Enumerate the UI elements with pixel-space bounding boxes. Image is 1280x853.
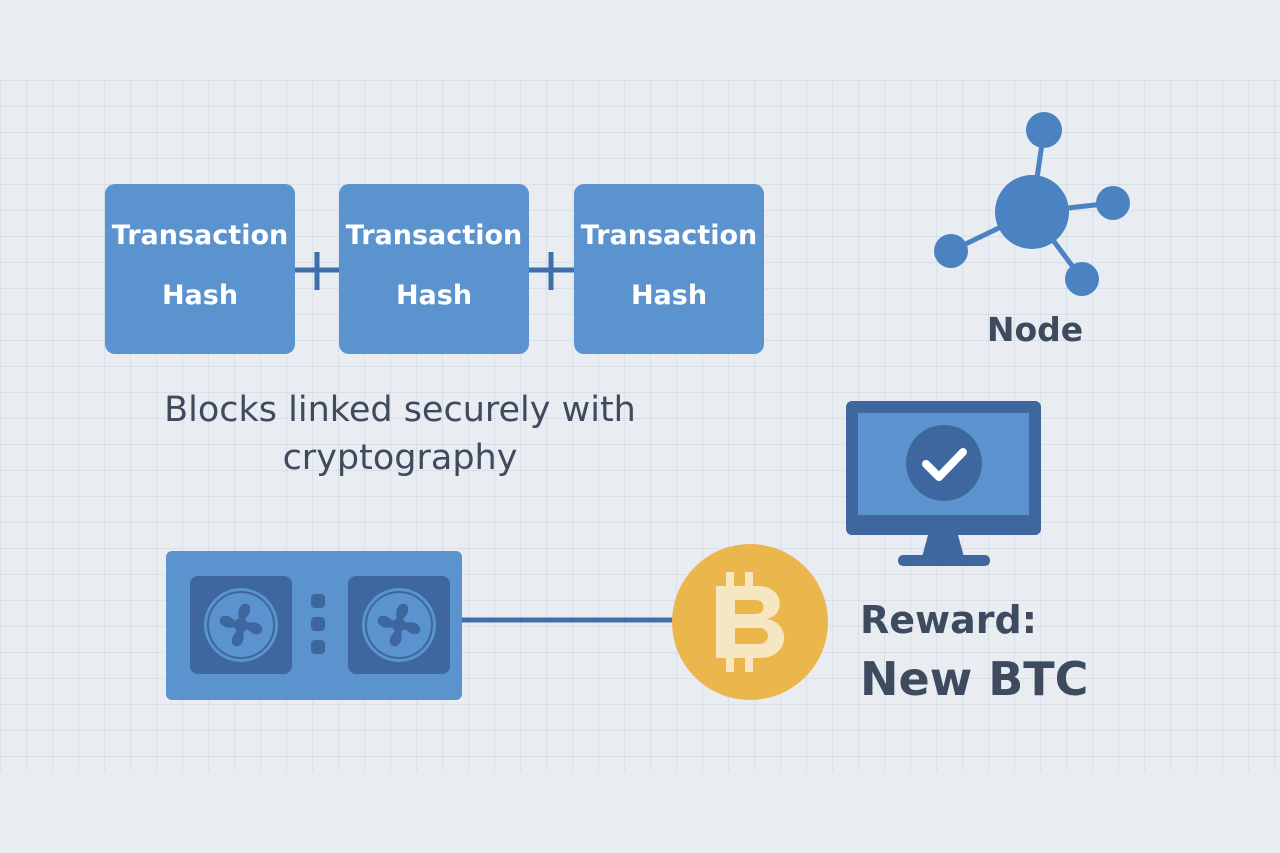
- check-circle: [906, 425, 982, 501]
- bitcoin-coin-icon: [672, 544, 828, 700]
- block-1-line2: Hash: [161, 280, 239, 311]
- fan-icon-right: [362, 588, 436, 662]
- node-label: Node: [986, 310, 1084, 349]
- node-peer-right: [1096, 186, 1130, 220]
- block-2-line2: Hash: [395, 280, 473, 311]
- block-2: Transaction Hash: [339, 184, 529, 354]
- reward-label: Reward:: [860, 598, 1037, 642]
- block-3-line1: Transaction: [580, 220, 758, 251]
- block-1-line1: Transaction: [111, 220, 289, 251]
- node-peer-left: [934, 234, 968, 268]
- monitor-base: [898, 555, 990, 566]
- node-peer-bottom: [1065, 262, 1099, 296]
- monitor-stand: [922, 535, 964, 557]
- check-icon: [922, 448, 967, 481]
- fan-icon-left: [204, 588, 278, 662]
- blockchain-caption: Blocks linked securely with cryptography: [164, 390, 636, 478]
- block-2-line1: Transaction: [345, 220, 523, 251]
- node-peer-top: [1026, 112, 1062, 148]
- reward-value: New BTC: [860, 652, 1089, 706]
- block-1: Transaction Hash: [105, 184, 295, 354]
- mining-rig-icon: [166, 551, 462, 700]
- node-hub: [995, 175, 1069, 249]
- block-3: Transaction Hash: [574, 184, 764, 354]
- block-3-line2: Hash: [630, 280, 708, 311]
